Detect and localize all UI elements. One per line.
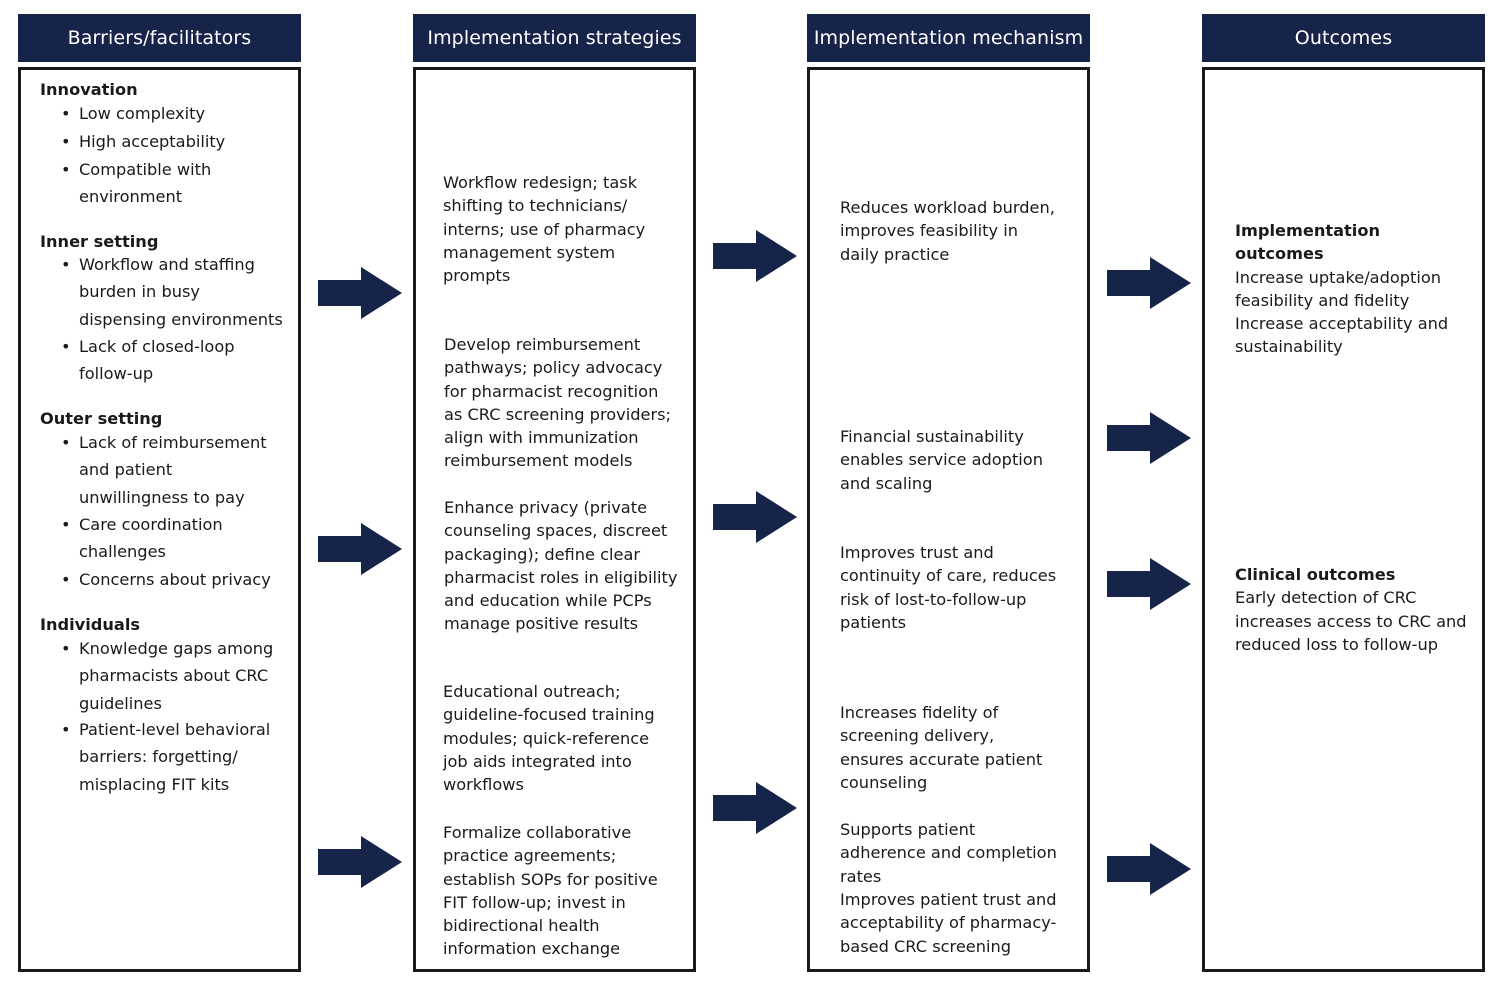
- mechanism-acceptability: Improves patient trust and acceptability…: [840, 890, 1057, 956]
- barriers-box: [18, 67, 301, 972]
- arrow-right-icon: [1107, 843, 1191, 895]
- section-outer-title: Outer setting: [40, 409, 163, 428]
- strategy-collaboration: Formalize collaborative practice agreeme…: [443, 823, 658, 959]
- mechanism-workload: Reduces workload burden, improves feasib…: [840, 198, 1055, 264]
- bullet-item: •Care coordination challenges: [61, 515, 223, 562]
- arrow-right-icon: [1107, 257, 1191, 309]
- header-outcomes: Outcomes: [1202, 14, 1485, 62]
- bullet-item: •Lack of reimbursement and patient unwil…: [61, 433, 267, 507]
- arrow-right-icon: [318, 836, 402, 888]
- header-mechanism: Implementation mechanism: [807, 14, 1090, 62]
- bullet-item: •Compatible with environment: [61, 160, 212, 207]
- mechanism-box: [807, 67, 1090, 972]
- clinical-outcomes-title: Clinical outcomes: [1235, 565, 1396, 584]
- section-innovation-title: Innovation: [40, 80, 138, 99]
- arrow-right-icon: [1107, 412, 1191, 464]
- clinical-outcomes: Clinical outcomes Early detection of CRC…: [1235, 563, 1470, 656]
- bullet-item: •Patient-level behavioral barriers: forg…: [61, 720, 271, 794]
- bullet-item: •Workflow and staffing burden in busy di…: [61, 255, 283, 329]
- mechanism-fidelity: Increases fidelity of screening delivery…: [840, 703, 1043, 792]
- clinical-outcomes-text: Early detection of CRC increases access …: [1235, 588, 1467, 654]
- mechanism-financial: Financial sustainability enables service…: [840, 427, 1043, 493]
- strategies-box: [413, 67, 696, 972]
- bullet-item: •High acceptability: [61, 132, 226, 151]
- section-inner-title: Inner setting: [40, 232, 159, 251]
- mechanism-trust: Improves trust and continuity of care, r…: [840, 543, 1057, 632]
- bullet-item: •Concerns about privacy: [61, 570, 271, 589]
- header-strategies: Implementation strategies: [413, 14, 696, 62]
- bullet-item: •Lack of closed-loop follow-up: [61, 337, 235, 384]
- section-individuals-title: Individuals: [40, 615, 141, 634]
- strategy-workflow: Workflow redesign; task shifting to tech…: [443, 173, 646, 286]
- strategy-privacy: Enhance privacy (private counseling spac…: [444, 498, 678, 634]
- mechanism-adherence: Supports patient adherence and completio…: [840, 820, 1057, 886]
- strategy-education: Educational outreach; guideline-focused …: [443, 682, 655, 795]
- bullet-item: •Low complexity: [61, 104, 206, 123]
- arrow-right-icon: [1107, 558, 1191, 610]
- implementation-outcomes-title: Implementation outcomes: [1235, 221, 1380, 264]
- arrow-right-icon: [713, 491, 797, 543]
- header-barriers: Barriers/facilitators: [18, 14, 301, 62]
- bullet-item: •Knowledge gaps among pharmacists about …: [61, 639, 274, 713]
- arrow-right-icon: [318, 523, 402, 575]
- implementation-outcomes: Implementation outcomes Increase uptake/…: [1235, 219, 1470, 359]
- arrow-right-icon: [318, 267, 402, 319]
- implementation-outcomes-text: Increase uptake/adoption feasibility and…: [1235, 267, 1449, 357]
- arrow-right-icon: [713, 782, 797, 834]
- outcomes-box: [1202, 67, 1485, 972]
- arrow-right-icon: [713, 230, 797, 282]
- strategy-reimbursement: Develop reimbursement pathways; policy a…: [444, 335, 672, 471]
